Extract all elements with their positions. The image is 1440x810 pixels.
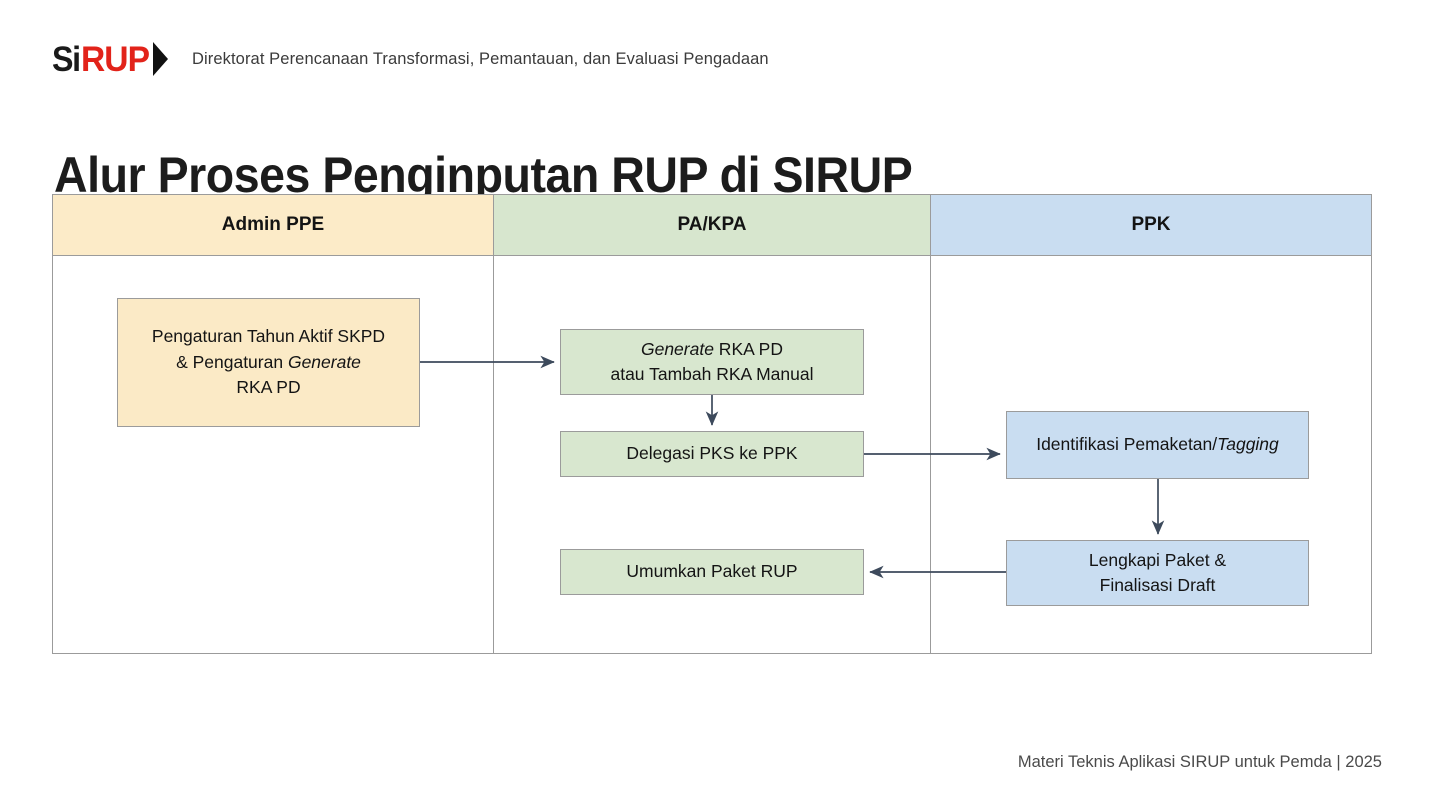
- brand-subtitle: Direktorat Perencanaan Transformasi, Pem…: [191, 49, 769, 68]
- node-umumkan-paket-rup[interactable]: Umumkan Paket RUP: [560, 549, 864, 595]
- node-pengaturan-line1: Pengaturan Tahun Aktif SKPD: [151, 326, 386, 347]
- node-identifikasi-pemaketan-tagging[interactable]: Identifikasi Pemaketan/Tagging: [1006, 411, 1309, 479]
- node-pengaturan-line2-italic: Generate: [287, 351, 361, 372]
- flow-nodes-layer: Pengaturan Tahun Aktif SKPD & Pengaturan…: [53, 195, 1373, 655]
- node-umumkan-label: Umumkan Paket RUP: [626, 561, 798, 582]
- node-identifikasi-prefix: Identifikasi Pemaketan/: [1036, 434, 1218, 455]
- node-pengaturan-line2-prefix: & Pengaturan: [176, 351, 288, 372]
- node-lengkapi-line2: Finalisasi Draft: [1099, 575, 1216, 595]
- lane-header-ppk: PPK: [931, 195, 1371, 255]
- logo-text-rup: RUP: [81, 39, 150, 79]
- lane-header-admin-ppe: Admin PPE: [53, 195, 494, 255]
- node-generate-line1-italic: Generate: [640, 338, 714, 359]
- node-identifikasi-italic: Tagging: [1217, 434, 1279, 455]
- node-delegasi-pks-ke-ppk[interactable]: Delegasi PKS ke PPK: [560, 431, 864, 477]
- brand-header: Si RUP Direktorat Perencanaan Transforma…: [52, 38, 769, 80]
- node-lengkapi-label: Lengkapi Paket & Finalisasi Draft: [1089, 548, 1226, 599]
- swimlane-diagram: Admin PPE PA/KPA PPK: [52, 194, 1372, 654]
- node-generate-rka-pd[interactable]: Generate RKA PD atau Tambah RKA Manual: [560, 329, 864, 395]
- node-generate-label: Generate RKA PD atau Tambah RKA Manual: [610, 337, 813, 388]
- node-pengaturan-label: Pengaturan Tahun Aktif SKPD & Pengaturan…: [152, 324, 385, 400]
- node-generate-line1-rest: RKA PD: [713, 338, 783, 359]
- page-title: Alur Proses Penginputan RUP di SIRUP: [54, 146, 913, 203]
- node-pengaturan-tahun-aktif[interactable]: Pengaturan Tahun Aktif SKPD & Pengaturan…: [117, 298, 420, 427]
- footer-text: Materi Teknis Aplikasi SIRUP untuk Pemda…: [1017, 753, 1382, 771]
- node-identifikasi-label: Identifikasi Pemaketan/Tagging: [1036, 432, 1279, 457]
- lane-header-pa-kpa: PA/KPA: [494, 195, 931, 255]
- sirup-logo: Si RUP: [52, 39, 168, 79]
- node-pengaturan-line3: RKA PD: [236, 377, 301, 398]
- node-lengkapi-line1: Lengkapi Paket &: [1088, 549, 1227, 570]
- swimlane-header-row: Admin PPE PA/KPA PPK: [53, 195, 1371, 256]
- node-lengkapi-paket-finalisasi-draft[interactable]: Lengkapi Paket & Finalisasi Draft: [1006, 540, 1309, 606]
- logo-text-si: Si: [52, 39, 81, 79]
- node-delegasi-label: Delegasi PKS ke PPK: [626, 443, 798, 464]
- node-generate-line2: atau Tambah RKA Manual: [610, 364, 814, 384]
- chevron-right-icon: [152, 42, 168, 76]
- lane-body-admin-ppe: [53, 256, 494, 653]
